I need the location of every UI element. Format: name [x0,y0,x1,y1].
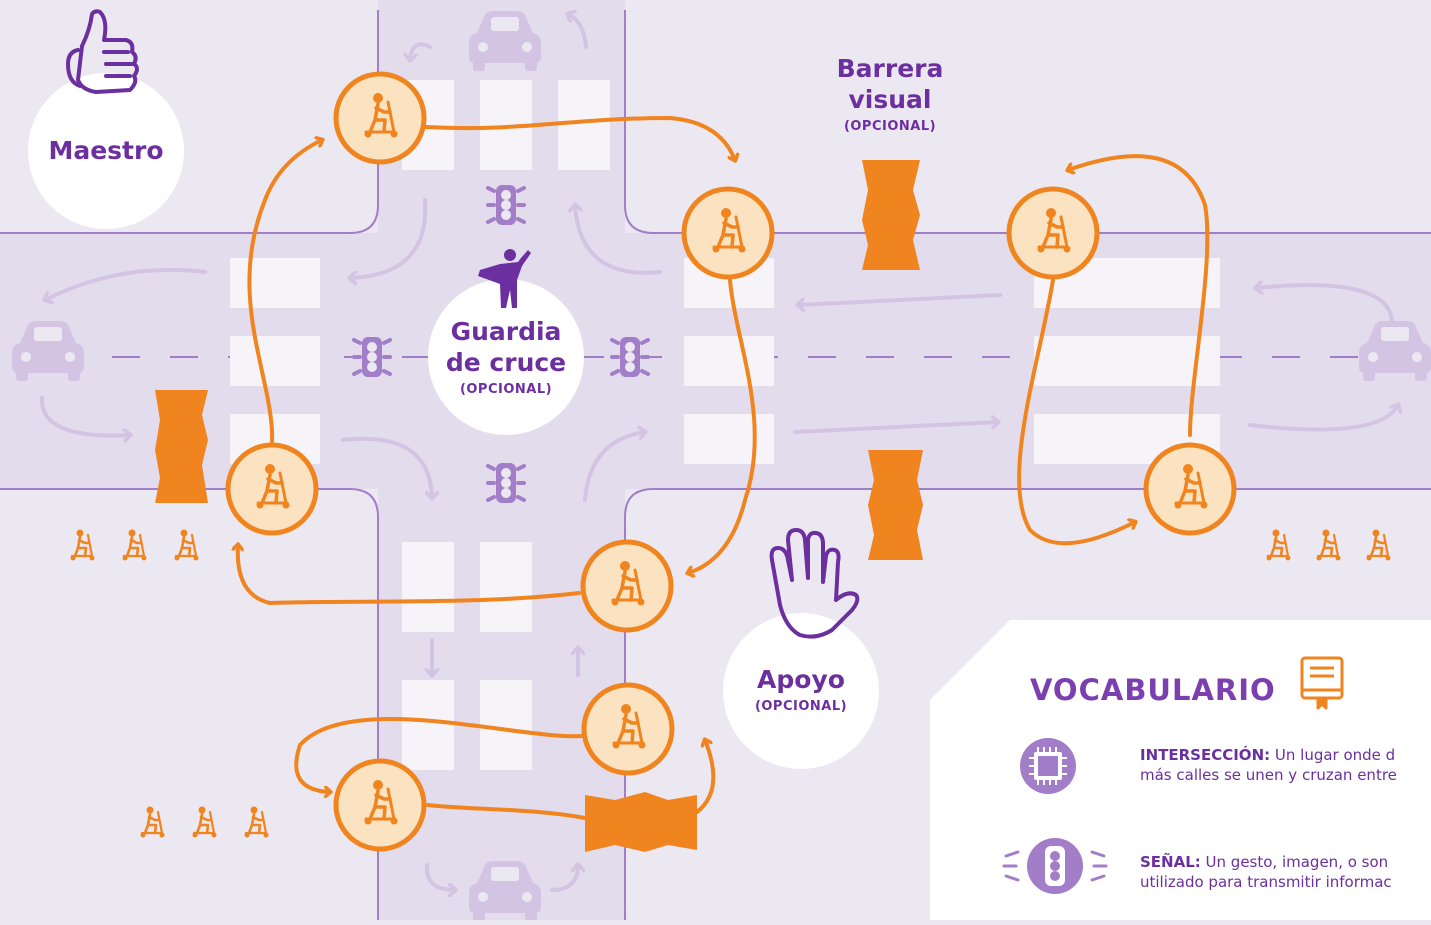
vocab-item-interseccion: INTERSECCIÓN: Un lugar onde d más calles… [1140,745,1397,785]
crosswalks [230,80,1220,770]
scooter-route [238,115,1210,820]
role-circles [28,73,879,769]
vocab-definition-line2: utilizado para transmitir informac [1140,873,1392,891]
crossing-guard-icon [478,249,531,308]
thumbs-up-icon [66,9,139,94]
intersection-chip-icon [1020,738,1076,794]
vocab-definition: Un gesto, imagen, o son [1200,853,1389,871]
vocab-definition: Un lugar onde d [1270,746,1396,764]
barrier-icon [155,160,923,852]
hand-stop-icon [769,528,860,639]
traffic-light-icon [1002,838,1108,894]
vocab-term: SEÑAL: [1140,853,1201,871]
vocab-definition-line2: más calles se unen y cruzan entre [1140,766,1397,784]
vocab-item-senal: SEÑAL: Un gesto, imagen, o son utilizado… [1140,852,1392,892]
barrera-visual-label: Barrera visual (OPCIONAL) [836,54,944,134]
vocabulary-title: VOCABULARIO [1030,673,1276,707]
guardia-de-cruce-label: Guardia de cruce (OPCIONAL) [445,317,567,397]
traffic-arrows [39,14,1398,890]
book-icon [1300,656,1344,710]
vocab-term: INTERSECCIÓN: [1140,746,1271,764]
apoyo-label: Apoyo (OPCIONAL) [754,665,848,714]
maestro-label: Maestro [48,136,164,165]
